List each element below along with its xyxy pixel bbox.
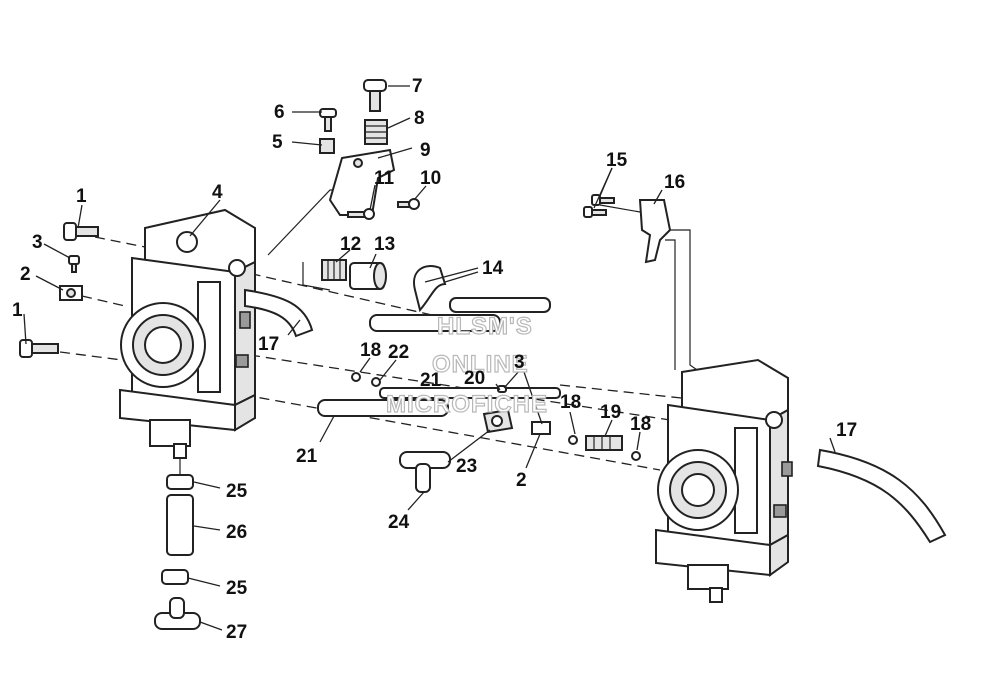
spring-12	[321, 259, 347, 281]
spring-5	[319, 138, 335, 154]
hose-clamp-25-upper	[166, 474, 194, 490]
tee-fitting-24	[399, 451, 451, 493]
throttle-lever-14	[413, 265, 447, 313]
callout-17-left: 17	[258, 334, 279, 355]
callout-18-right: 18	[630, 414, 651, 435]
callout-5: 5	[272, 132, 283, 153]
callout-22: 22	[388, 342, 409, 363]
fuel-hose-17-right	[816, 448, 947, 544]
callout-17-right: 17	[836, 420, 857, 441]
callout-11: 11	[374, 168, 395, 189]
bracket-16	[638, 199, 672, 264]
callout-9: 9	[420, 140, 431, 161]
fuel-hose-17-left	[244, 288, 314, 338]
callout-19: 19	[600, 402, 621, 423]
callout-26: 26	[226, 522, 247, 543]
callout-23: 23	[456, 456, 477, 477]
watermark-line-2: ONLINE	[432, 351, 529, 378]
watermark: HLSM'S ONLINE MICROFICHE	[385, 312, 548, 418]
clamp-2-center	[531, 421, 551, 435]
watermark-line-3: MICROFICHE	[386, 391, 548, 418]
callout-2-center: 2	[516, 470, 527, 491]
shaft-14	[449, 297, 551, 313]
leader-lines	[23, 85, 836, 631]
callout-27: 27	[226, 622, 247, 643]
callout-15: 15	[606, 150, 628, 171]
right-carburetor	[655, 358, 793, 603]
callout-4: 4	[212, 182, 223, 203]
callout-18-left: 18	[360, 340, 381, 361]
callout-3-left: 3	[32, 232, 43, 253]
callout-21-lower: 21	[296, 446, 318, 467]
hose-clamp-25-lower	[161, 569, 189, 585]
screws-15	[583, 194, 615, 218]
screw-6	[319, 108, 337, 132]
callout-25-lower: 25	[226, 578, 248, 599]
callout-18-center: 18	[560, 392, 581, 413]
callout-2-left: 2	[20, 264, 31, 285]
callout-3-center: 3	[514, 352, 525, 373]
callout-24: 24	[388, 512, 410, 533]
callout-25-upper: 25	[226, 481, 248, 502]
watermark-line-1: HLSM'S	[437, 313, 533, 340]
callout-12: 12	[340, 234, 361, 255]
callouts: 1 3 2 1 4 5 6 7 8 9 10 11 12 13 14 15 16…	[12, 76, 857, 643]
screw-7	[363, 79, 387, 112]
screw-1-upper	[63, 222, 99, 241]
tube-upper	[369, 314, 501, 332]
fuel-line-26	[166, 494, 194, 556]
screw-1-lower	[19, 339, 59, 358]
callout-16: 16	[664, 172, 685, 193]
left-carburetor	[119, 208, 256, 459]
callout-1-lower: 1	[12, 300, 23, 321]
link-23	[482, 408, 514, 434]
callout-14: 14	[482, 258, 504, 279]
callout-10: 10	[420, 168, 441, 189]
callout-21-upper: 21	[420, 370, 442, 391]
callout-7: 7	[412, 76, 423, 97]
tube-21	[317, 399, 449, 417]
spring-19	[585, 435, 623, 451]
screw-10	[397, 198, 420, 210]
washers-18	[351, 372, 641, 461]
bracket-9	[328, 148, 396, 216]
callout-13: 13	[374, 234, 395, 255]
screw-3-left	[68, 255, 80, 273]
screw-11	[347, 208, 375, 220]
callout-20: 20	[464, 368, 485, 389]
tee-fitting-27	[154, 597, 201, 630]
clamp-2-left	[59, 285, 83, 301]
callout-1-upper: 1	[76, 186, 87, 207]
callout-6: 6	[274, 102, 285, 123]
callout-8: 8	[414, 108, 425, 129]
collar-13	[349, 262, 387, 290]
shaft-20	[379, 387, 561, 399]
spring-8	[364, 119, 388, 145]
